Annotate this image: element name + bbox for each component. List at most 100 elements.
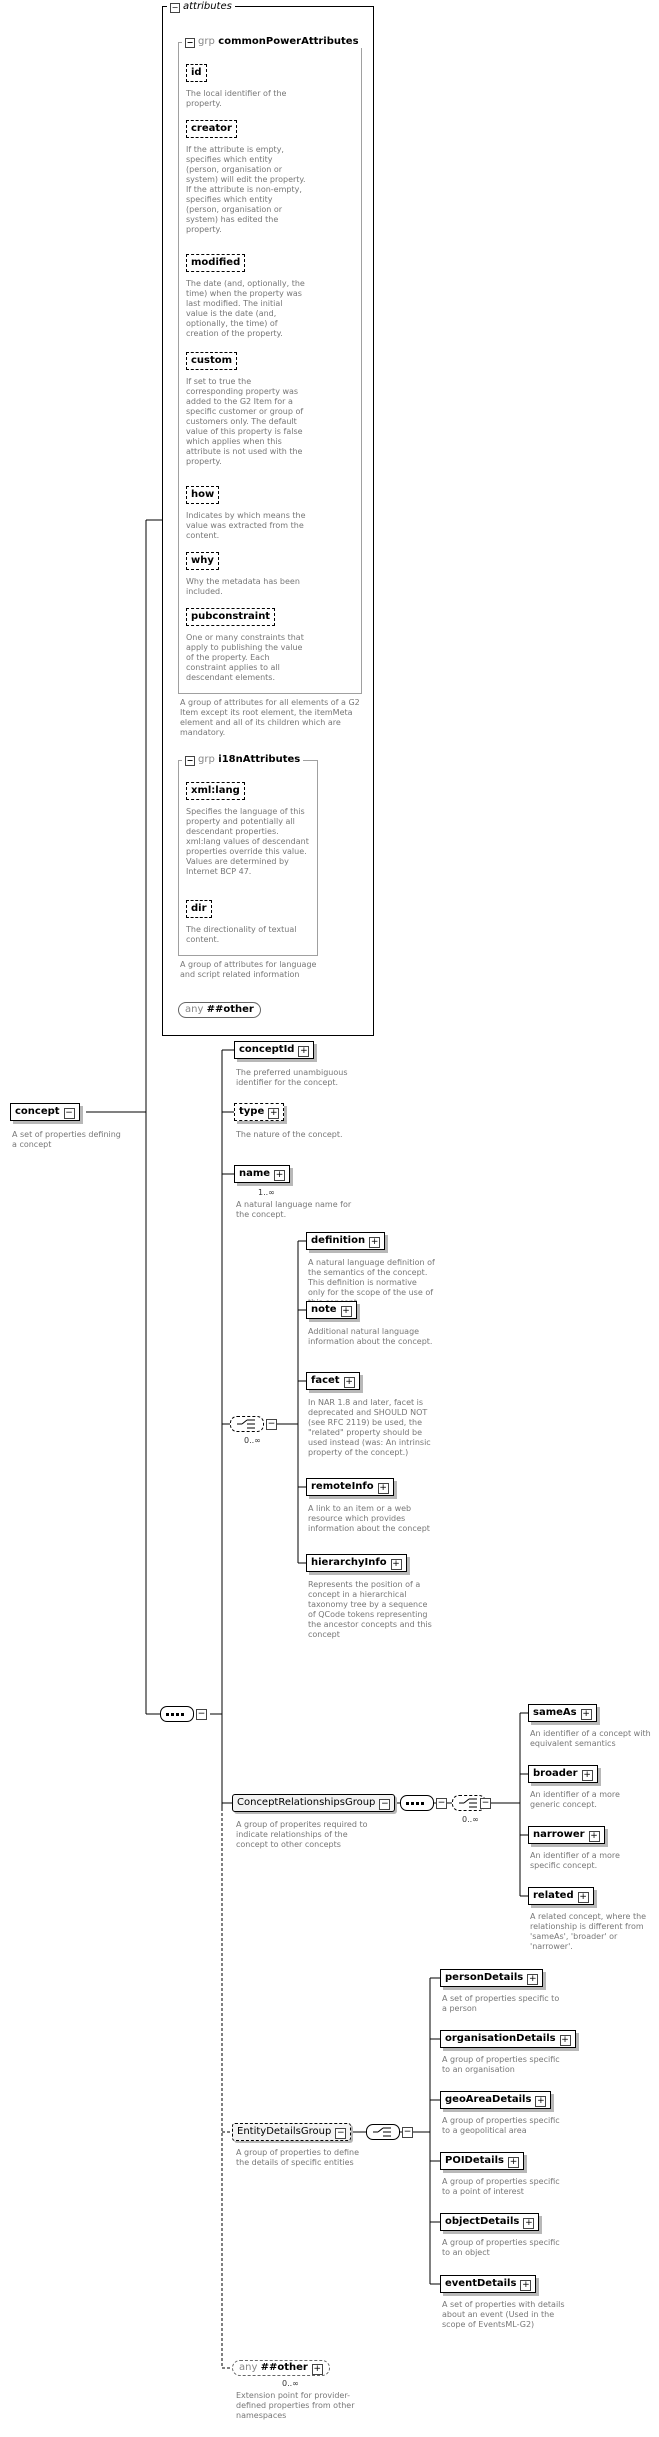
attr-how-doc: Indicates by which means the value was e… [186,511,306,540]
element-note-doc: Additional natural language information … [308,1327,433,1346]
expand-icon[interactable]: + [390,1559,402,1570]
element-objectdetails[interactable]: objectDetails+ [440,2213,540,2231]
element-poidetails-doc: A group of properties specific to a poin… [442,2177,560,2196]
attr-why-doc: Why the metadata has been included. [186,577,300,596]
element-persondetails-doc: A set of properties specific to a person [442,1994,560,2013]
common-power-attributes-title[interactable]: −grp commonPowerAttributes [182,35,362,48]
expand-icon[interactable]: + [580,1709,592,1720]
any-other-doc: Extension point for provider-defined pro… [236,2391,355,2420]
collapse-icon[interactable]: − [185,38,195,48]
expand-icon[interactable]: − [379,1799,391,1810]
collapse-icon[interactable]: − [185,756,195,766]
expand-icon[interactable]: + [577,1892,589,1903]
element-narrower[interactable]: narrower+ [528,1826,605,1844]
expand-icon[interactable]: + [369,1237,381,1248]
expand-icon[interactable]: + [520,2280,532,2291]
expand-icon[interactable]: + [588,1831,600,1842]
collapse-icon[interactable]: − [436,1798,447,1809]
relationships-choice-multiplicity: 0..∞ [462,1815,479,1824]
element-related[interactable]: related+ [528,1887,594,1905]
attr-how[interactable]: how [186,486,220,504]
group-entity-details[interactable]: EntityDetailsGroup− [232,2123,352,2141]
element-related-doc: A related concept, where the relationshi… [530,1912,647,1951]
element-geoareadetails[interactable]: geoAreaDetails+ [440,2091,552,2109]
attr-modified[interactable]: modified [186,254,246,272]
attributes-title[interactable]: −attributes [167,0,235,13]
collapse-icon[interactable]: − [266,1419,277,1430]
choice-switch-icon [237,1419,255,1429]
expand-icon[interactable]: + [343,1377,355,1388]
element-conceptid-doc: The preferred unambiguous identifier for… [236,1068,348,1087]
expand-icon[interactable]: + [507,2157,519,2168]
element-facet[interactable]: facet+ [306,1372,360,1390]
attr-why[interactable]: why [186,552,219,570]
collapse-icon[interactable]: − [170,3,180,13]
collapse-icon[interactable]: − [402,2127,413,2138]
choice-switch-icon [459,1798,477,1808]
choice-switch-icon [373,2127,391,2137]
attr-modified-doc: The date (and, optionally, the time) whe… [186,279,305,338]
element-poidetails[interactable]: POIDetails+ [440,2152,524,2170]
expand-icon[interactable]: + [274,1170,286,1181]
concept-root-doc: A set of properties defining a concept [12,1130,121,1149]
element-remoteinfo[interactable]: remoteInfo+ [306,1478,394,1496]
element-eventdetails[interactable]: eventDetails+ [440,2275,537,2293]
element-geoareadetails-doc: A group of properties specific to a geop… [442,2116,560,2135]
element-sameas-doc: An identifier of a concept with equivale… [530,1729,651,1748]
element-sameas[interactable]: sameAs+ [528,1704,597,1722]
element-hierarchyinfo[interactable]: hierarchyInfo+ [306,1554,407,1572]
expand-icon[interactable]: + [340,1306,352,1317]
attr-creator[interactable]: creator [186,120,237,138]
element-broader[interactable]: broader+ [528,1765,598,1783]
element-name-doc: A natural language name for the concept. [236,1200,352,1219]
element-facet-doc: In NAR 1.8 and later, facet is deprecate… [308,1398,431,1457]
group-concept-relationships-doc: A group of properites required to indica… [236,1820,368,1849]
attr-custom[interactable]: custom [186,352,238,370]
common-power-attributes-doc: A group of attributes for all elements o… [180,698,360,737]
element-broader-doc: An identifier of a more generic concept. [530,1790,620,1809]
collapse-icon[interactable]: − [480,1798,491,1809]
expand-icon[interactable]: + [377,1483,389,1494]
collapse-icon[interactable]: − [196,1709,207,1720]
expand-icon[interactable]: − [335,2128,347,2139]
expand-icon[interactable]: + [535,2096,547,2107]
element-organisationdetails[interactable]: organisationDetails+ [440,2030,576,2048]
attr-dir[interactable]: dir [186,900,212,918]
group-concept-relationships[interactable]: ConceptRelationshipsGroup− [232,1794,396,1812]
attr-xml-lang-doc: Specifies the language of this property … [186,807,309,876]
attr-creator-doc: If the attribute is empty, specifies whi… [186,145,306,234]
any-other-extension[interactable]: any ##other+ [232,2360,330,2376]
group-entity-details-doc: A group of properties to define the deta… [236,2148,360,2167]
expand-icon[interactable]: + [268,1108,280,1119]
expand-icon[interactable]: + [311,2364,323,2375]
expand-icon[interactable]: + [523,2218,535,2229]
element-eventdetails-doc: A set of properties with details about a… [442,2300,565,2329]
attr-dir-doc: The directionality of textual content. [186,925,297,944]
element-conceptid[interactable]: conceptId+ [234,1041,315,1059]
attr-xml-lang[interactable]: xml:lang [186,782,245,800]
element-note[interactable]: note+ [306,1301,357,1319]
expand-icon[interactable]: + [298,1046,310,1057]
element-persondetails[interactable]: personDetails+ [440,1969,544,1987]
attr-id[interactable]: id [186,64,207,82]
attr-pubconstraint-doc: One or many constraints that apply to pu… [186,633,304,682]
element-remoteinfo-doc: A link to an item or a web resource whic… [308,1504,430,1533]
attr-any-other[interactable]: any ##other [178,1002,261,1018]
expand-icon[interactable]: + [527,1974,539,1985]
element-type-doc: The nature of the concept. [236,1130,343,1139]
any-other-multiplicity: 0..∞ [282,2379,299,2388]
collapse-icon[interactable]: − [63,1108,75,1119]
element-name[interactable]: name+ [234,1165,291,1183]
element-name-multiplicity: 1..∞ [258,1188,275,1197]
element-type[interactable]: type+ [234,1103,285,1121]
concept-root[interactable]: concept− [10,1103,80,1121]
expand-icon[interactable]: + [559,2035,571,2046]
expand-icon[interactable]: + [581,1770,593,1781]
attr-pubconstraint[interactable]: pubconstraint [186,608,276,626]
sequence-dots-icon [406,1802,424,1805]
i18n-attributes-title[interactable]: −grp i18nAttributes [182,753,304,766]
element-objectdetails-doc: A group of properties specific to an obj… [442,2238,560,2257]
element-definition[interactable]: definition+ [306,1232,386,1250]
